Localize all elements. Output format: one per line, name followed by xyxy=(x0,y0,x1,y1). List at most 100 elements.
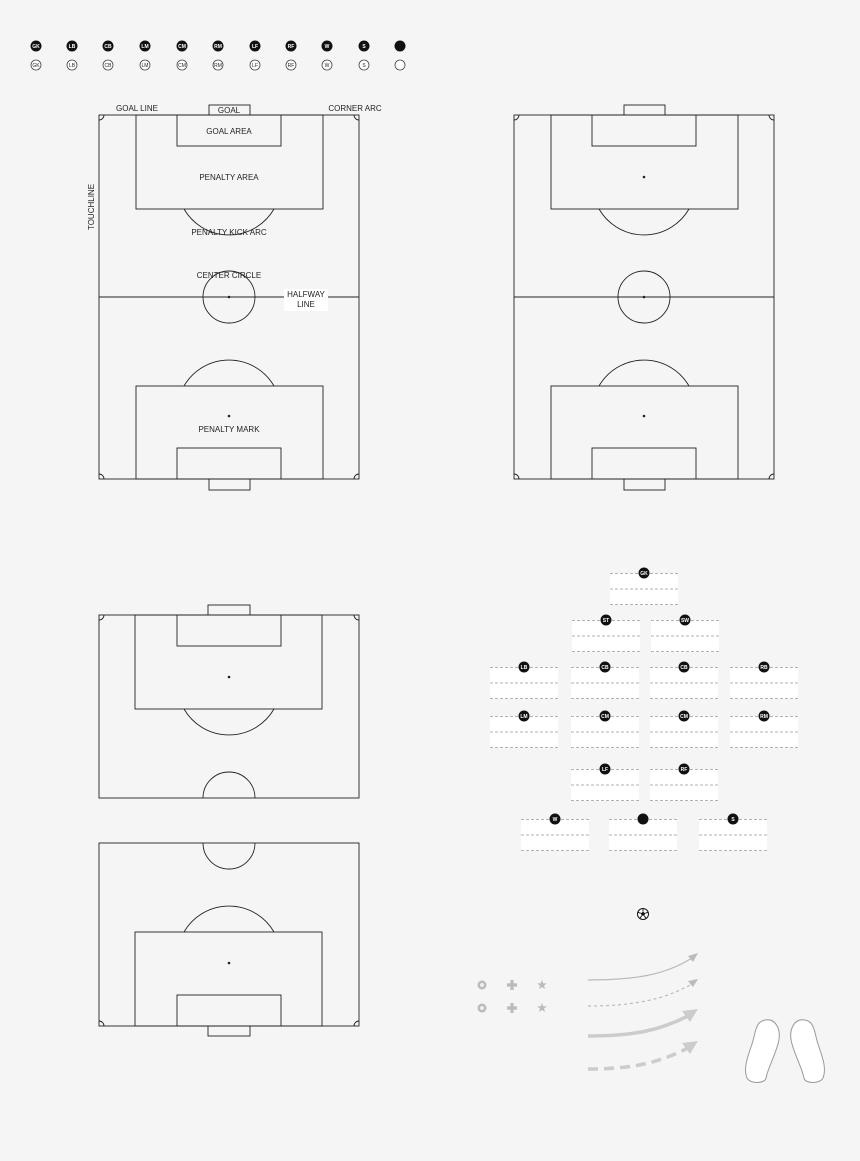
label-penalty-kick-arc: PENALTY KICK ARC xyxy=(191,228,267,237)
top-penalty-spot xyxy=(642,175,646,179)
badge-label: RM xyxy=(214,63,222,69)
star-marker-icon xyxy=(537,980,547,989)
badge-outline-rm: RM xyxy=(212,59,224,71)
pitch-boundary xyxy=(98,614,360,799)
plus-marker-icon xyxy=(507,980,517,990)
badge-label: CB xyxy=(105,63,113,69)
badge-outline-blank xyxy=(394,59,406,71)
card-label: CB xyxy=(601,665,609,671)
badge-filled-blank xyxy=(394,40,406,52)
corner-arc-tl xyxy=(513,114,520,121)
circle-marker-icon xyxy=(477,1003,487,1013)
badge-outline-lm: LM xyxy=(139,59,151,71)
badge-filled-lf: LF xyxy=(249,40,261,52)
badge-label: LM xyxy=(142,63,149,69)
player-card-cm-right: CM xyxy=(650,710,718,748)
corner-arc-bl xyxy=(98,473,105,480)
badge-label: RM xyxy=(214,44,222,50)
player-card-w: W xyxy=(521,813,589,851)
goal xyxy=(207,604,251,616)
card-label: CM xyxy=(680,714,688,720)
badge-filled-rf: RF xyxy=(285,40,297,52)
penalty-spot xyxy=(227,675,231,679)
player-card-rm: RM xyxy=(730,710,798,748)
footprints-icon xyxy=(745,1019,825,1083)
top-penalty-arc xyxy=(598,208,690,236)
penalty-arc xyxy=(183,905,275,933)
badge-label: RF xyxy=(288,63,295,69)
card-label: RF xyxy=(681,767,688,773)
penalty-area xyxy=(134,614,323,710)
pitch-boundary xyxy=(98,842,360,1027)
curved-arrow-icon xyxy=(587,953,698,981)
badge-label: S xyxy=(362,44,366,50)
center-circle xyxy=(617,270,671,324)
corner-arc-br xyxy=(768,473,775,480)
badge-filled-cb: CB xyxy=(102,40,114,52)
card-label: LF xyxy=(602,767,608,773)
player-card-lf: LF xyxy=(571,763,639,801)
badge-label: LF xyxy=(252,63,258,69)
label-penalty-mark: PENALTY MARK xyxy=(198,425,260,434)
card-label: CB xyxy=(680,665,688,671)
card-label: GK xyxy=(640,571,648,577)
badge-label: RF xyxy=(288,44,295,50)
marker-icons xyxy=(477,980,547,1013)
player-card-blank xyxy=(609,813,677,851)
badge-filled-lb: LB xyxy=(66,40,78,52)
badge-label: CB xyxy=(104,44,112,50)
bottom-goal-area xyxy=(176,447,282,480)
label-touchline: TOUCHLINE xyxy=(87,184,96,230)
bottom-goal-area xyxy=(591,447,697,480)
badge-label: LF xyxy=(252,44,258,50)
badge-legend: GK LB CB LM CM RM LF RF W S GK LB CB LM … xyxy=(30,40,406,71)
badge-filled-w: W xyxy=(321,40,333,52)
label-goal: GOAL xyxy=(218,106,241,115)
annotated-pitch: GOAL LINE GOAL CORNER ARC GOAL AREA PENA… xyxy=(87,104,382,491)
star-marker-icon xyxy=(537,1003,547,1012)
badge-outline-rf: RF xyxy=(285,59,297,71)
player-card-st: ST xyxy=(572,614,640,652)
curved-arrows xyxy=(587,953,698,1071)
center-spot xyxy=(227,295,231,299)
player-card-cb-left: CB xyxy=(571,661,639,699)
badge-outline-lf: LF xyxy=(249,59,261,71)
halfway-label-backdrop xyxy=(284,289,328,311)
player-card-gk: GK xyxy=(610,567,678,605)
badge-outline-cm: CM xyxy=(176,59,188,71)
badge-filled-lm: LM xyxy=(139,40,151,52)
corner-arc-r xyxy=(353,1020,360,1027)
badge-outline-lb: LB xyxy=(66,59,78,71)
bottom-penalty-area xyxy=(550,385,739,480)
penalty-arc xyxy=(183,708,275,736)
badge-outline-gk: GK xyxy=(30,59,42,71)
badge-label: W xyxy=(325,44,330,50)
corner-arc-tr xyxy=(768,114,775,121)
badge-filled-s: S xyxy=(358,40,370,52)
corner-arc-l xyxy=(98,614,105,621)
center-circle-half xyxy=(202,842,256,870)
player-card-cb-right: CB xyxy=(650,661,718,699)
label-center-circle: CENTER CIRCLE xyxy=(197,271,261,280)
label-corner-arc: CORNER ARC xyxy=(328,104,382,113)
goal-area xyxy=(176,614,282,647)
badge-outline-w: W xyxy=(321,59,333,71)
card-label: S xyxy=(731,817,735,823)
soccer-ball-icon xyxy=(637,908,649,920)
center-spot xyxy=(642,295,646,299)
curved-arrow-icon xyxy=(587,1041,698,1071)
plain-pitch xyxy=(513,104,775,491)
bottom-penalty-arc xyxy=(598,359,690,387)
badge-label: LB xyxy=(69,44,76,50)
badge-label: LB xyxy=(69,63,76,69)
center-circle-half xyxy=(202,771,256,799)
bottom-goal xyxy=(208,478,251,491)
player-card-lb: LB xyxy=(490,661,558,699)
plus-marker-icon xyxy=(507,1003,517,1013)
player-card-rb: RB xyxy=(730,661,798,699)
label-penalty-area: PENALTY AREA xyxy=(199,173,259,182)
player-card-cm-left: CM xyxy=(571,710,639,748)
label-halfway: HALFWAY xyxy=(287,290,325,299)
badge-label: CM xyxy=(178,44,186,50)
